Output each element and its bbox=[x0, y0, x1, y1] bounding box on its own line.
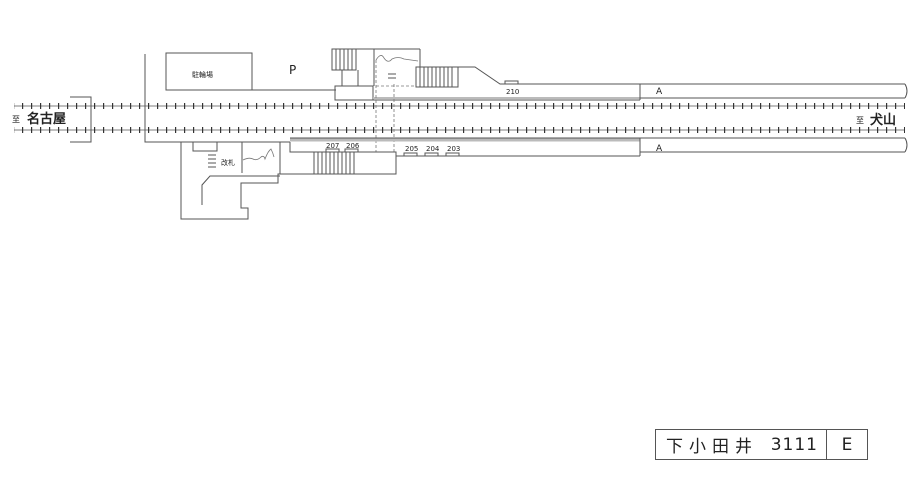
facility-210: 210 bbox=[506, 88, 519, 96]
facility-205: 205 bbox=[405, 145, 418, 153]
direction-right-prefix: 至 bbox=[856, 116, 864, 125]
parking-label: P bbox=[289, 63, 296, 77]
facility-206: 206 bbox=[346, 142, 360, 150]
station-code: 3111 bbox=[770, 434, 818, 455]
station-name: 下小田井 bbox=[666, 437, 758, 457]
direction-left-prefix: 至 bbox=[12, 115, 20, 124]
direction-left-name: 名古屋 bbox=[27, 111, 66, 127]
platform-marker-bottom: A bbox=[656, 144, 663, 154]
upper-track bbox=[14, 103, 905, 109]
upper-platform bbox=[331, 48, 908, 101]
lower-track bbox=[14, 127, 905, 133]
platform-marker-top: A bbox=[656, 87, 663, 97]
direction-right-name: 犬山 bbox=[870, 112, 896, 128]
ticket-gate-icon bbox=[208, 154, 216, 168]
station-category: E bbox=[841, 434, 853, 455]
lower-platform bbox=[280, 137, 908, 175]
facility-204: 204 bbox=[426, 145, 440, 153]
title-plate: 下小田井 3111 E bbox=[655, 429, 868, 460]
bicycle-parking-label: 駐輪場 bbox=[192, 70, 213, 79]
ticket-gate-label: 改札 bbox=[221, 158, 235, 167]
bicycle-parking-area bbox=[165, 52, 253, 91]
facility-203: 203 bbox=[447, 145, 460, 153]
station-name-cell: 下小田井 3111 bbox=[656, 430, 827, 459]
facility-207: 207 bbox=[326, 142, 339, 150]
station-building bbox=[180, 141, 281, 220]
left-end-bracket bbox=[70, 96, 92, 143]
